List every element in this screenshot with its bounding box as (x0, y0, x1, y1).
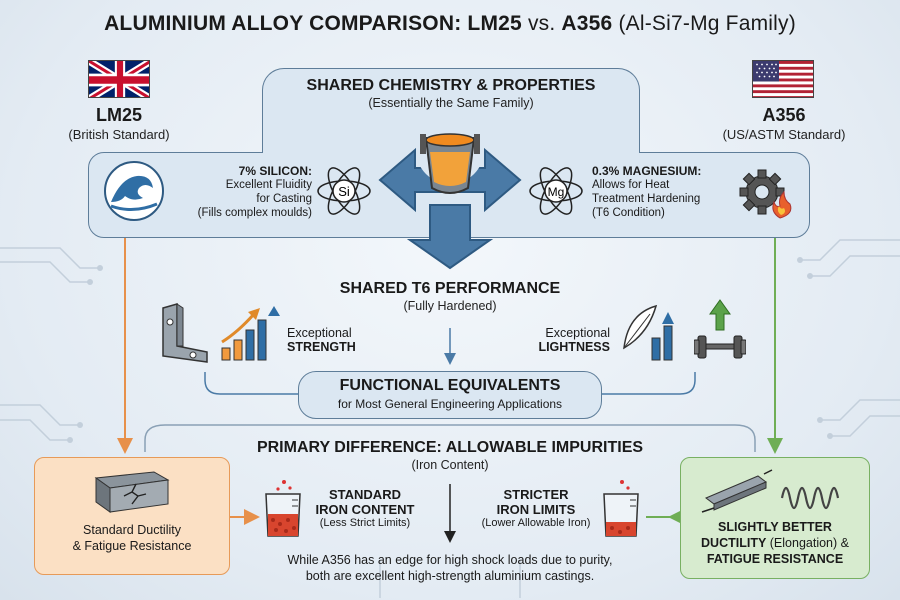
functional-subheading: for Most General Engineering Application… (337, 397, 563, 411)
title-family: (Al-Si7-Mg Family) (612, 12, 796, 35)
shared-chemistry-subheading: (Essentially the Same Family) (368, 96, 534, 110)
a356-name: A356 (762, 105, 806, 125)
lm25-standard: (British Standard) (68, 127, 170, 142)
left-iron-note: (Less Strict Limits) (319, 517, 411, 529)
difference-heading: PRIMARY DIFFERENCE: ALLOWABLE IMPURITIES (256, 439, 644, 456)
silicon-line: for Casting (256, 193, 312, 205)
title-vs: vs. (521, 12, 562, 35)
magnesium-title: 0.3% MAGNESIUM: (592, 164, 702, 178)
t6-subheading: (Fully Hardened) (403, 299, 497, 313)
us-flag-icon (752, 60, 814, 98)
uk-flag-icon (88, 60, 150, 98)
a356-result-text: SLIGHTLY BETTER DUCTILITY (Elongation) &… (680, 519, 870, 567)
bar-and-spring-icon (701, 469, 840, 513)
a356-result-line2-bold: DUCTILITY (701, 536, 767, 550)
magnesium-description: Allows for Heat Treatment Hardening (T6 … (592, 178, 732, 220)
a356-result-line2: DUCTILITY (Elongation) & (680, 535, 870, 551)
strength-line2: STRENGTH (287, 340, 356, 354)
lm25-name: LM25 (95, 105, 142, 125)
dumbbell-icon (694, 299, 746, 359)
silicon-description: Excellent Fluidity for Casting (Fills co… (150, 178, 312, 220)
difference-subheading: (Iron Content) (411, 458, 489, 472)
a356-result-line2-normal: (Elongation) & (766, 536, 849, 550)
lightness-line1: Exceptional (545, 326, 610, 340)
beaker-right-icon (603, 480, 639, 537)
summary-line2: both are excellent high-strength alumini… (305, 569, 595, 583)
magnesium-atom-icon: Mg (529, 167, 583, 215)
strength-label: Exceptional STRENGTH (287, 326, 356, 354)
functional-heading: FUNCTIONAL EQUIVALENTS (339, 377, 561, 394)
left-iron-line1: STANDARD (329, 487, 401, 502)
right-iron-line2: IRON LIMITS (496, 502, 576, 517)
lm25-result-line1: Standard Ductility (83, 523, 181, 537)
right-iron-note: (Lower Allowable Iron) (481, 517, 591, 529)
summary-line1: While A356 has an edge for high shock lo… (287, 553, 613, 567)
t6-heading: SHARED T6 PERFORMANCE (339, 280, 561, 297)
title-main: ALUMINIUM ALLOY COMPARISON: LM25 (104, 12, 522, 35)
magnesium-symbol: Mg (548, 185, 565, 199)
magnesium-line: Treatment Hardening (592, 193, 701, 205)
strength-chart-icon (221, 306, 280, 361)
a356-result-line1: SLIGHTLY BETTER (718, 520, 832, 534)
right-iron-label: STRICTER IRON LIMITS (Lower Allowable Ir… (478, 487, 594, 529)
lm25-result-line2: & Fatigue Resistance (72, 539, 192, 553)
a356-result-line3: FATIGUE RESISTANCE (706, 552, 844, 566)
bracket-part-icon (162, 303, 208, 363)
a356-result-box (680, 457, 870, 579)
left-iron-label: STANDARD IRON CONTENT (Less Strict Limit… (310, 487, 420, 529)
lightness-label: Exceptional LIGHTNESS (520, 326, 610, 354)
page-title: ALUMINIUM ALLOY COMPARISON: LM25 vs. A35… (0, 12, 900, 36)
cracked-plate-icon (94, 471, 170, 513)
functional-equivalents-pill (298, 371, 602, 419)
magnesium-line: Allows for Heat (592, 179, 670, 191)
left-iron-line2: IRON CONTENT (315, 502, 415, 517)
silicon-atom-icon: Si (317, 167, 371, 215)
magnesium-line: (T6 Condition) (592, 207, 665, 219)
silicon-line: (Fills complex moulds) (197, 207, 312, 219)
a356-standard: (US/ASTM Standard) (722, 127, 846, 142)
shared-chemistry-heading: SHARED CHEMISTRY & PROPERTIES (306, 77, 596, 94)
lm25-result-text: Standard Ductility & Fatigue Resistance (34, 522, 230, 554)
right-iron-line1: STRICTER (503, 487, 569, 502)
summary-text: While A356 has an edge for high shock lo… (200, 552, 700, 584)
wave-icon (104, 161, 164, 221)
silicon-line: Excellent Fluidity (225, 179, 312, 191)
title-alloy2: A356 (561, 12, 613, 35)
silicon-title: 7% SILICON: (238, 164, 312, 178)
lightness-line2: LIGHTNESS (538, 340, 610, 354)
feather-chart-icon (623, 304, 674, 361)
silicon-symbol: Si (338, 184, 350, 199)
crucible-icon (378, 116, 522, 270)
strength-line1: Exceptional (287, 326, 352, 340)
gear-flame-icon (739, 169, 792, 219)
beaker-left-icon (265, 480, 301, 537)
